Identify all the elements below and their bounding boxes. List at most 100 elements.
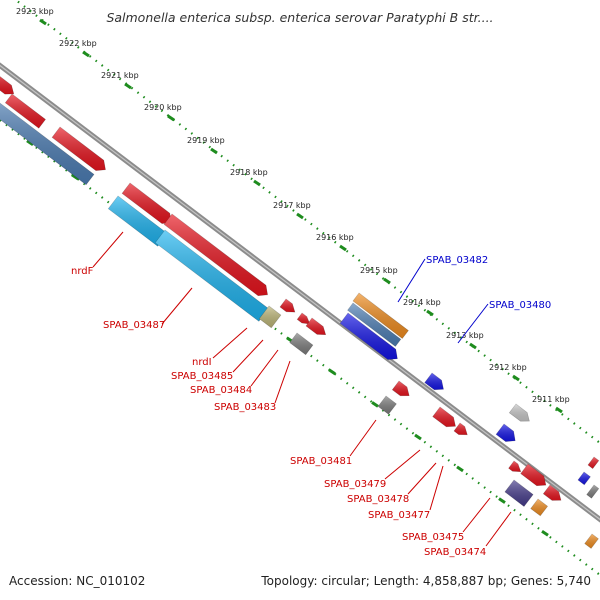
gene-block <box>377 395 397 415</box>
gene-label: SPAB_03484 <box>190 385 252 396</box>
label-leader-line <box>212 327 248 359</box>
ruler-tick <box>383 277 391 285</box>
topology-summary: Topology: circular; Length: 4,858,887 bp… <box>261 574 591 588</box>
gene-features <box>0 76 600 549</box>
ruler-tick-lower <box>371 401 379 408</box>
ruler-label: 2918 kbp <box>230 168 268 177</box>
gene-label: SPAB_03483 <box>214 402 276 413</box>
ruler-label: 2912 kbp <box>489 363 527 372</box>
ruler-tick <box>124 82 132 90</box>
ruler-tick <box>296 212 304 220</box>
gene-block <box>107 195 168 247</box>
ruler-label: 2914 kbp <box>403 298 441 307</box>
gene-label: SPAB_03482 <box>426 255 488 266</box>
ruler-tick <box>512 374 520 382</box>
gene-label: SPAB_03477 <box>368 510 430 521</box>
label-leaders <box>92 231 512 547</box>
gene-label: SPAB_03480 <box>489 300 551 311</box>
ruler-label: 2922 kbp <box>59 39 97 48</box>
gene-label: SPAB_03487 <box>103 320 165 331</box>
label-leader-line <box>274 360 291 404</box>
gene-block <box>453 422 468 436</box>
ruler-label: 2923 kbp <box>16 7 54 16</box>
gene-block <box>530 498 549 517</box>
ruler-tick-lower <box>26 139 34 146</box>
ruler-label: 2919 kbp <box>187 136 225 145</box>
gene-block <box>0 102 95 186</box>
ruler-dotted-line <box>14 0 600 444</box>
gene-label: SPAB_03475 <box>402 532 464 543</box>
ruler-tick <box>167 114 175 122</box>
gene-block <box>577 471 591 486</box>
gene-block <box>508 403 530 422</box>
gene-label: SPAB_03485 <box>171 371 233 382</box>
gene-block <box>163 213 268 297</box>
ruler-label: 2921 kbp <box>101 71 139 80</box>
ruler-tick <box>555 406 563 414</box>
gene-block <box>391 380 410 397</box>
gene-block <box>339 312 398 360</box>
gene-block <box>352 292 409 339</box>
gene-labels: nrdFSPAB_03487nrdISPAB_03485SPAB_03484SP… <box>71 255 551 558</box>
gene-block <box>520 463 547 487</box>
ruler-tick <box>39 18 47 26</box>
map-title: Salmonella enterica subsp. enterica sero… <box>106 10 494 25</box>
gene-block <box>289 332 314 356</box>
gene-label: SPAB_03481 <box>290 456 352 467</box>
ruler-label: 2913 kbp <box>446 331 484 340</box>
label-leader-line <box>384 449 421 480</box>
ruler-tick <box>210 147 218 155</box>
ruler-tick <box>426 309 434 317</box>
backbone <box>0 62 600 523</box>
label-leader-line <box>462 497 491 533</box>
label-leader-line <box>407 462 437 495</box>
label-leader-line <box>397 258 426 303</box>
gene-block <box>508 460 522 473</box>
ruler-tick-lower <box>328 368 336 376</box>
label-leader-line <box>161 287 193 325</box>
gene-label: SPAB_03478 <box>347 494 409 505</box>
gene-block <box>586 484 600 499</box>
gene-block <box>279 298 296 313</box>
gene-block <box>258 305 282 329</box>
gene-block <box>305 317 327 336</box>
gene-block <box>495 423 516 442</box>
ruler-tick-lower <box>541 530 549 537</box>
ruler-label: 2920 kbp <box>144 103 182 112</box>
ruler-tick <box>339 244 347 252</box>
accession-text: Accession: NC_010102 <box>9 574 146 588</box>
gene-label: SPAB_03479 <box>324 479 386 490</box>
label-leader-line <box>429 465 444 511</box>
gene-block <box>347 302 402 347</box>
label-leader-line <box>349 419 377 457</box>
label-leader-line <box>232 339 264 373</box>
label-leader-line <box>457 303 489 344</box>
gene-block <box>587 456 600 470</box>
backbone-highlight <box>0 64 600 521</box>
gene-block <box>584 533 599 549</box>
ruler-tick <box>82 50 90 58</box>
ruler-tick-lower <box>414 433 422 441</box>
ruler-tick-lower <box>71 173 79 181</box>
label-leader-line <box>250 349 279 387</box>
gene-block <box>0 76 15 95</box>
ruler-label: 2911 kbp <box>532 395 570 404</box>
gene-block <box>432 406 456 428</box>
gene-block <box>51 126 106 171</box>
ruler-tick <box>469 342 477 350</box>
gene-block <box>504 479 534 507</box>
gene-block <box>542 484 562 501</box>
gene-block <box>4 93 46 129</box>
gene-label: nrdI <box>192 357 212 368</box>
ruler-tick <box>253 179 261 187</box>
label-leader-line <box>485 511 512 547</box>
gene-label: nrdF <box>71 266 94 277</box>
gene-block <box>154 229 269 322</box>
ruler-label: 2917 kbp <box>273 201 311 210</box>
gene-block <box>296 312 311 325</box>
gene-label: SPAB_03474 <box>424 547 486 558</box>
ruler-tick-lower <box>498 497 506 504</box>
ruler-tick-lower <box>456 465 464 473</box>
gene-block <box>424 372 444 391</box>
